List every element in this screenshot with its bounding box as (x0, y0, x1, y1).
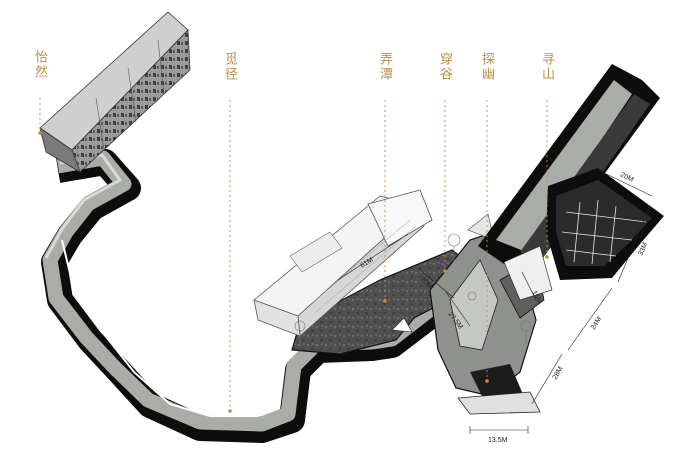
zone-label-mijing: 觅径 (222, 52, 237, 82)
mountain-path (457, 64, 664, 415)
trees (294, 233, 532, 344)
residential-building (39, 11, 191, 173)
dimension-24m: 24M (590, 316, 604, 331)
dimension-20m-b: 20M (619, 172, 634, 184)
dimension-lines (337, 169, 653, 434)
zone-label-tanyou: 探幽 (479, 52, 494, 82)
leader-endpoints (38, 131, 549, 413)
walkway-inner-edge (61, 239, 258, 417)
zone-label-chuangu: 穿谷 (437, 52, 452, 82)
label-leaders (39, 98, 548, 410)
dimension-13-5m: 13.5M (488, 437, 508, 444)
zone-label-yiran: 怡然 (32, 50, 47, 80)
zone-label-nongtan: 弄潭 (377, 52, 392, 82)
zone-label-xunshan: 寻山 (539, 52, 554, 82)
pavilion-complex (253, 189, 469, 355)
